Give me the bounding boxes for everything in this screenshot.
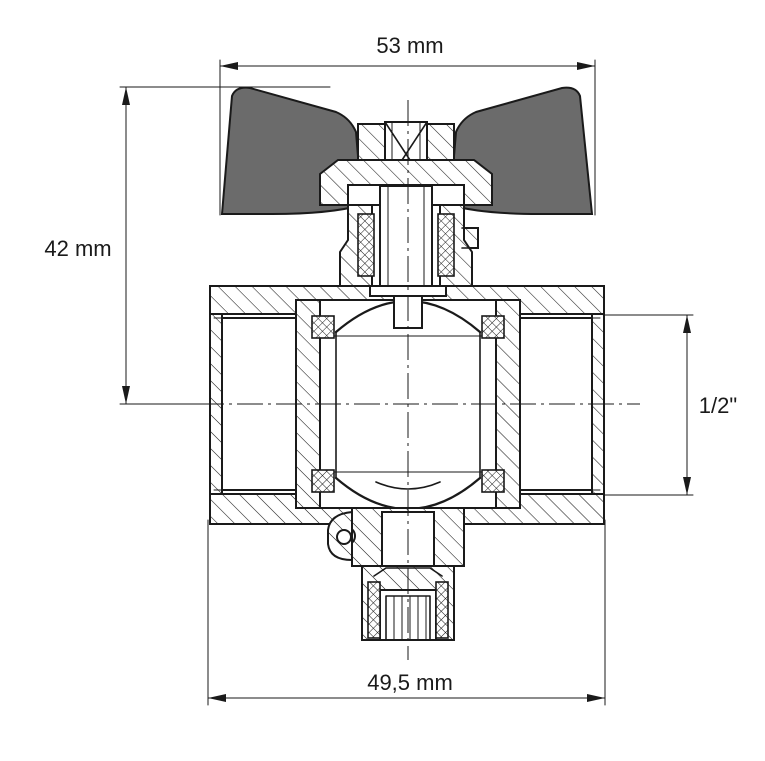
dimension-label-thread: 1/2" [699, 393, 737, 418]
center-lines [120, 100, 640, 660]
dimension-body-length: 49,5 mm [207, 519, 606, 706]
dimension-label-height: 42 mm [44, 236, 111, 261]
dimension-height: 42 mm [44, 86, 331, 405]
dimension-thread-size: 1/2" [599, 314, 737, 496]
dimension-label-width: 53 mm [376, 33, 443, 58]
dimension-overall-width: 53 mm [219, 33, 596, 216]
bonnet [339, 185, 479, 295]
dimension-label-length: 49,5 mm [367, 670, 453, 695]
seat-rings [311, 315, 505, 493]
